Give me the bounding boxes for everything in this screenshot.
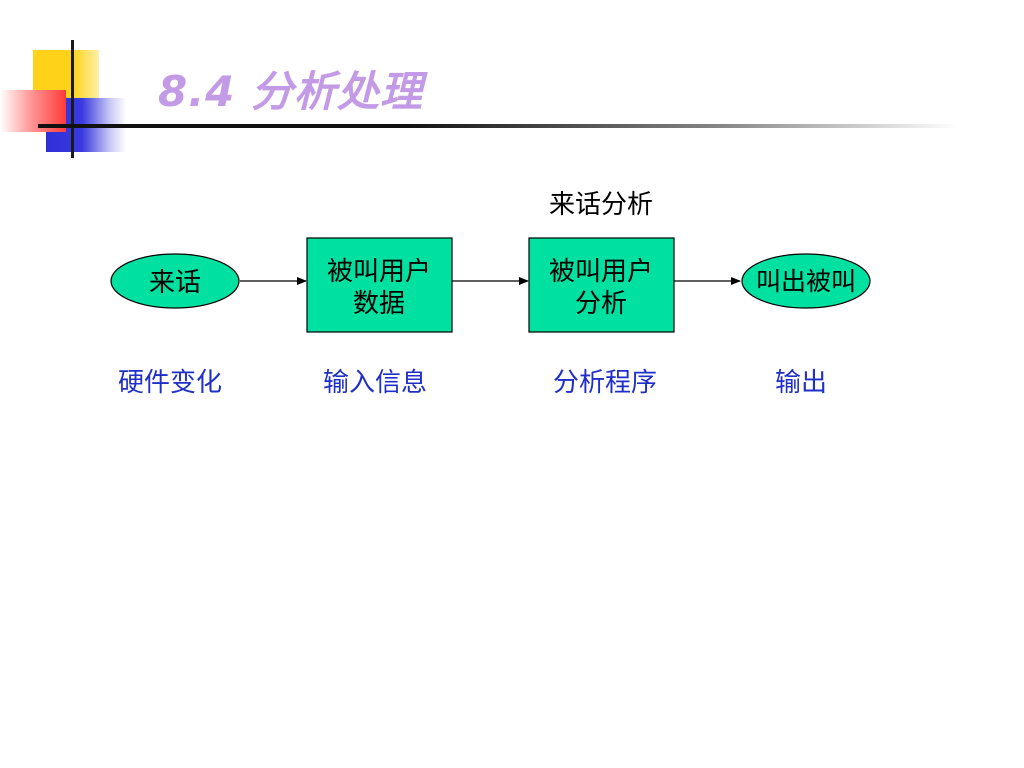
node-called-user-data-line-2: 数据 <box>353 289 405 319</box>
node-called-user-analysis-line-2: 分析 <box>575 289 627 319</box>
top-label: 来话分析 <box>549 190 653 220</box>
node-incoming-call: 来话 <box>110 253 240 309</box>
node-call-called-party-label: 叫出被叫 <box>756 267 856 296</box>
node-incoming-call-shape <box>110 253 240 309</box>
node-incoming-call-label: 来话 <box>149 268 201 298</box>
node-called-user-analysis-shape <box>528 237 675 333</box>
bottom-label-output: 输出 <box>775 368 827 398</box>
decor-vertical-line <box>71 40 74 158</box>
node-called-user-data: 被叫用户 数据 <box>306 237 453 333</box>
node-called-user-analysis: 被叫用户 分析 <box>528 237 675 333</box>
bottom-label-hardware-change: 硬件变化 <box>118 368 222 398</box>
node-call-called-party-shape <box>741 253 871 309</box>
node-called-user-data-line-1: 被叫用户 <box>327 257 431 287</box>
title-underline <box>38 124 958 128</box>
node-call-called-party: 叫出被叫 <box>741 253 871 309</box>
bottom-label-input-info: 输入信息 <box>323 368 427 398</box>
node-called-user-analysis-line-1: 被叫用户 <box>549 257 653 287</box>
node-called-user-data-shape <box>306 237 453 333</box>
bottom-label-analysis-program: 分析程序 <box>553 368 657 398</box>
slide-title: 8.4 分析处理 <box>158 67 424 116</box>
